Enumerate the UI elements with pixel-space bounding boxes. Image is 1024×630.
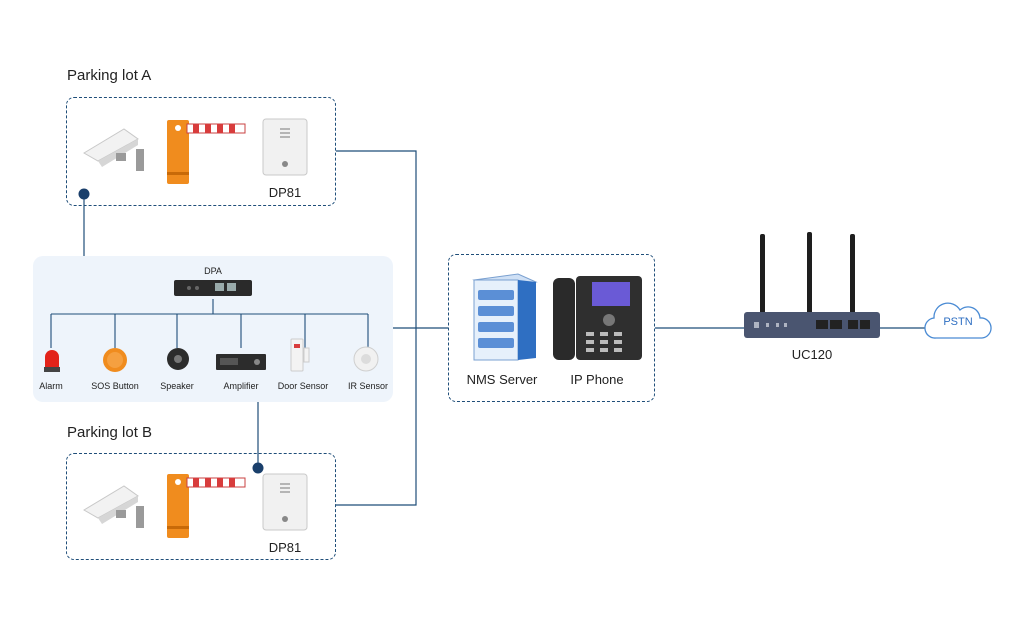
ip-phone-label: IP Phone: [570, 372, 624, 387]
camera-icon: [83, 128, 144, 171]
device-label-speaker: Speaker: [160, 381, 194, 391]
device-label-ir-sensor: IR Sensor: [347, 381, 389, 391]
uc120-label: UC120: [791, 347, 833, 362]
lot-b-connection-dot: [252, 462, 264, 474]
ip-phone-icon: [553, 276, 642, 360]
dpa-device-icon: [174, 280, 252, 296]
ir-sensor-icon: [353, 346, 379, 372]
lot-b-intercom-label: DP81: [268, 540, 302, 555]
device-label-amplifier: Amplifier: [223, 381, 259, 391]
door-sensor-icon: [290, 338, 310, 372]
lot-b-title: Parking lot B: [67, 424, 153, 441]
device-label-door-sensor: Door Sensor: [277, 381, 329, 391]
speaker-icon: [167, 348, 189, 370]
nms-server-label: NMS Server: [466, 372, 538, 387]
uc120-gateway-icon: [744, 232, 880, 338]
pstn-label: PSTN: [943, 316, 973, 328]
lot-a-title: Parking lot A: [67, 67, 152, 84]
dpa-title: DPA: [204, 266, 222, 276]
dpa-bus-lines: [50, 299, 369, 348]
alarm-icon: [44, 350, 60, 372]
intercom-icon: [262, 473, 308, 531]
lot-a-connection-dot: [78, 188, 90, 200]
pstn-cloud-icon: [924, 302, 992, 339]
barrier-gate-icon: [167, 474, 246, 538]
nms-server-icon: [472, 273, 538, 361]
center-box: [448, 254, 655, 402]
barrier-gate-icon: [167, 120, 246, 184]
amplifier-icon: [216, 354, 266, 370]
device-label-alarm: Alarm: [39, 381, 63, 391]
device-label-sos-button: SOS Button: [91, 381, 139, 391]
intercom-icon: [262, 118, 308, 176]
sos-button-icon: [103, 348, 127, 372]
lot-a-intercom-label: DP81: [268, 185, 302, 200]
lot-b-box: [66, 453, 336, 560]
lot-a-box: [66, 97, 336, 206]
camera-icon: [83, 485, 144, 528]
